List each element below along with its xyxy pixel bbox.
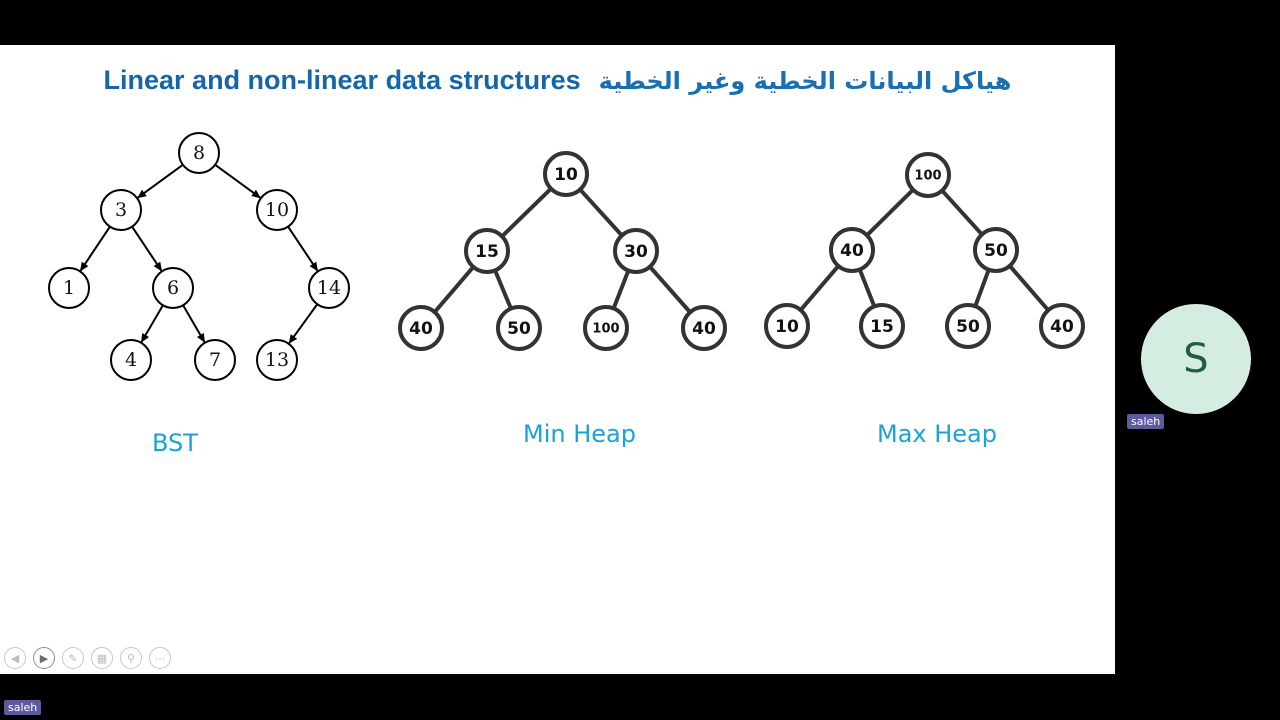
min-node-label: 15	[475, 242, 499, 262]
max-node-label: 100	[914, 169, 941, 184]
presentation-slide: Linear and non-linear data structures هيا…	[0, 45, 1115, 674]
bst-node-label: 1	[63, 277, 75, 299]
play-icon[interactable]: ▶	[33, 647, 55, 669]
min-node-label: 30	[624, 242, 648, 262]
min-node-label: 40	[409, 319, 433, 339]
min-node-label: 50	[507, 319, 531, 339]
slide-title-english: Linear and non-linear data structures	[103, 65, 581, 95]
min-node-label: 100	[592, 322, 619, 337]
bst-node-label: 3	[115, 199, 127, 221]
min-node: 50	[496, 305, 542, 351]
pen-icon[interactable]: ✎	[62, 647, 84, 669]
bst-node: 10	[256, 189, 298, 231]
avatar-initial: S	[1183, 336, 1209, 382]
max-edge	[799, 264, 840, 311]
bst-node-label: 7	[209, 349, 221, 371]
previous-icon[interactable]: ◀	[4, 647, 26, 669]
zoom-icon[interactable]: ⚲	[120, 647, 142, 669]
bst-node-label: 4	[125, 349, 137, 371]
bst-node-label: 14	[317, 277, 341, 299]
bst-caption: BST	[152, 429, 198, 457]
min-edge	[501, 187, 553, 238]
max-node: 50	[973, 227, 1019, 273]
bst-node: 6	[152, 267, 194, 309]
bst-node-label: 10	[265, 199, 289, 221]
min-node: 40	[398, 305, 444, 351]
max-node-label: 40	[840, 241, 864, 261]
tree-diagrams: 8 3 10 1 6 14 4 7 13 10 15 30 40 50 100 40 100 40 50 10 15…	[48, 132, 1085, 381]
min-edge	[648, 265, 691, 313]
min-heap-nodes: 10 15 30 40 50 100 40	[398, 151, 727, 351]
min-edge	[433, 265, 475, 313]
min-edge	[493, 269, 513, 309]
bst-node: 4	[110, 339, 152, 381]
max-edge	[1008, 264, 1050, 311]
max-node-label: 50	[956, 317, 980, 337]
participant-avatar[interactable]: S	[1141, 304, 1251, 414]
bst-edge	[140, 304, 164, 343]
min-node-label: 40	[692, 319, 716, 339]
min-node: 30	[613, 228, 659, 274]
max-node: 50	[945, 303, 991, 349]
bst-node: 3	[100, 189, 142, 231]
max-node-label: 40	[1050, 317, 1074, 337]
bst-edge	[214, 163, 261, 199]
min-node: 10	[543, 151, 589, 197]
max-node: 40	[829, 227, 875, 273]
max-node: 15	[859, 303, 905, 349]
self-name-tag: saleh	[4, 700, 42, 715]
min-node: 40	[681, 305, 727, 351]
bst-edge	[182, 304, 206, 343]
bst-node-label: 8	[193, 142, 205, 164]
bst-node: 7	[194, 339, 236, 381]
bst-edge	[137, 163, 184, 199]
slide-title-arabic: هياكل البيانات الخطية وغير الخطية	[598, 67, 1012, 95]
bst-edge	[131, 226, 163, 272]
participant-name-tag: saleh	[1127, 414, 1165, 429]
max-edge	[857, 268, 876, 307]
max-edge	[940, 189, 983, 236]
bst-nodes: 8 3 10 1 6 14 4 7 13	[48, 132, 350, 381]
bst-edges	[79, 163, 319, 344]
min-edge	[612, 269, 631, 309]
max-node: 10	[764, 303, 810, 349]
bst-node: 1	[48, 267, 90, 309]
max-edge	[973, 269, 991, 307]
slideshow-controls: ◀ ▶ ✎ ▦ ⚲ ⋯	[4, 647, 171, 669]
bst-node-label: 6	[167, 277, 179, 299]
max-node: 40	[1039, 303, 1085, 349]
max-heap-nodes: 100 40 50 10 15 50 40	[764, 152, 1085, 349]
max-edge	[866, 188, 915, 236]
more-icon[interactable]: ⋯	[149, 647, 171, 669]
bst-node-label: 13	[265, 349, 289, 371]
max-node-label: 15	[870, 317, 894, 337]
bst-edge	[287, 226, 319, 272]
slides-icon[interactable]: ▦	[91, 647, 113, 669]
bst-node: 14	[308, 267, 350, 309]
min-node-label: 10	[554, 165, 578, 185]
max-heap-edges	[799, 188, 1050, 311]
bst-node: 8	[178, 132, 220, 174]
min-node: 15	[464, 228, 510, 274]
min-edge	[578, 188, 623, 237]
slide-title: Linear and non-linear data structures هيا…	[0, 65, 1115, 96]
max-node: 100	[905, 152, 951, 198]
max-node-label: 10	[775, 317, 799, 337]
min-node: 100	[583, 305, 629, 351]
bst-edge	[79, 226, 111, 272]
min-heap-edges	[433, 187, 691, 313]
max-node-label: 50	[984, 241, 1008, 261]
max-heap-caption: Max Heap	[877, 420, 997, 448]
min-heap-caption: Min Heap	[523, 420, 636, 448]
bst-node: 13	[256, 339, 298, 381]
bst-edge	[288, 303, 319, 344]
